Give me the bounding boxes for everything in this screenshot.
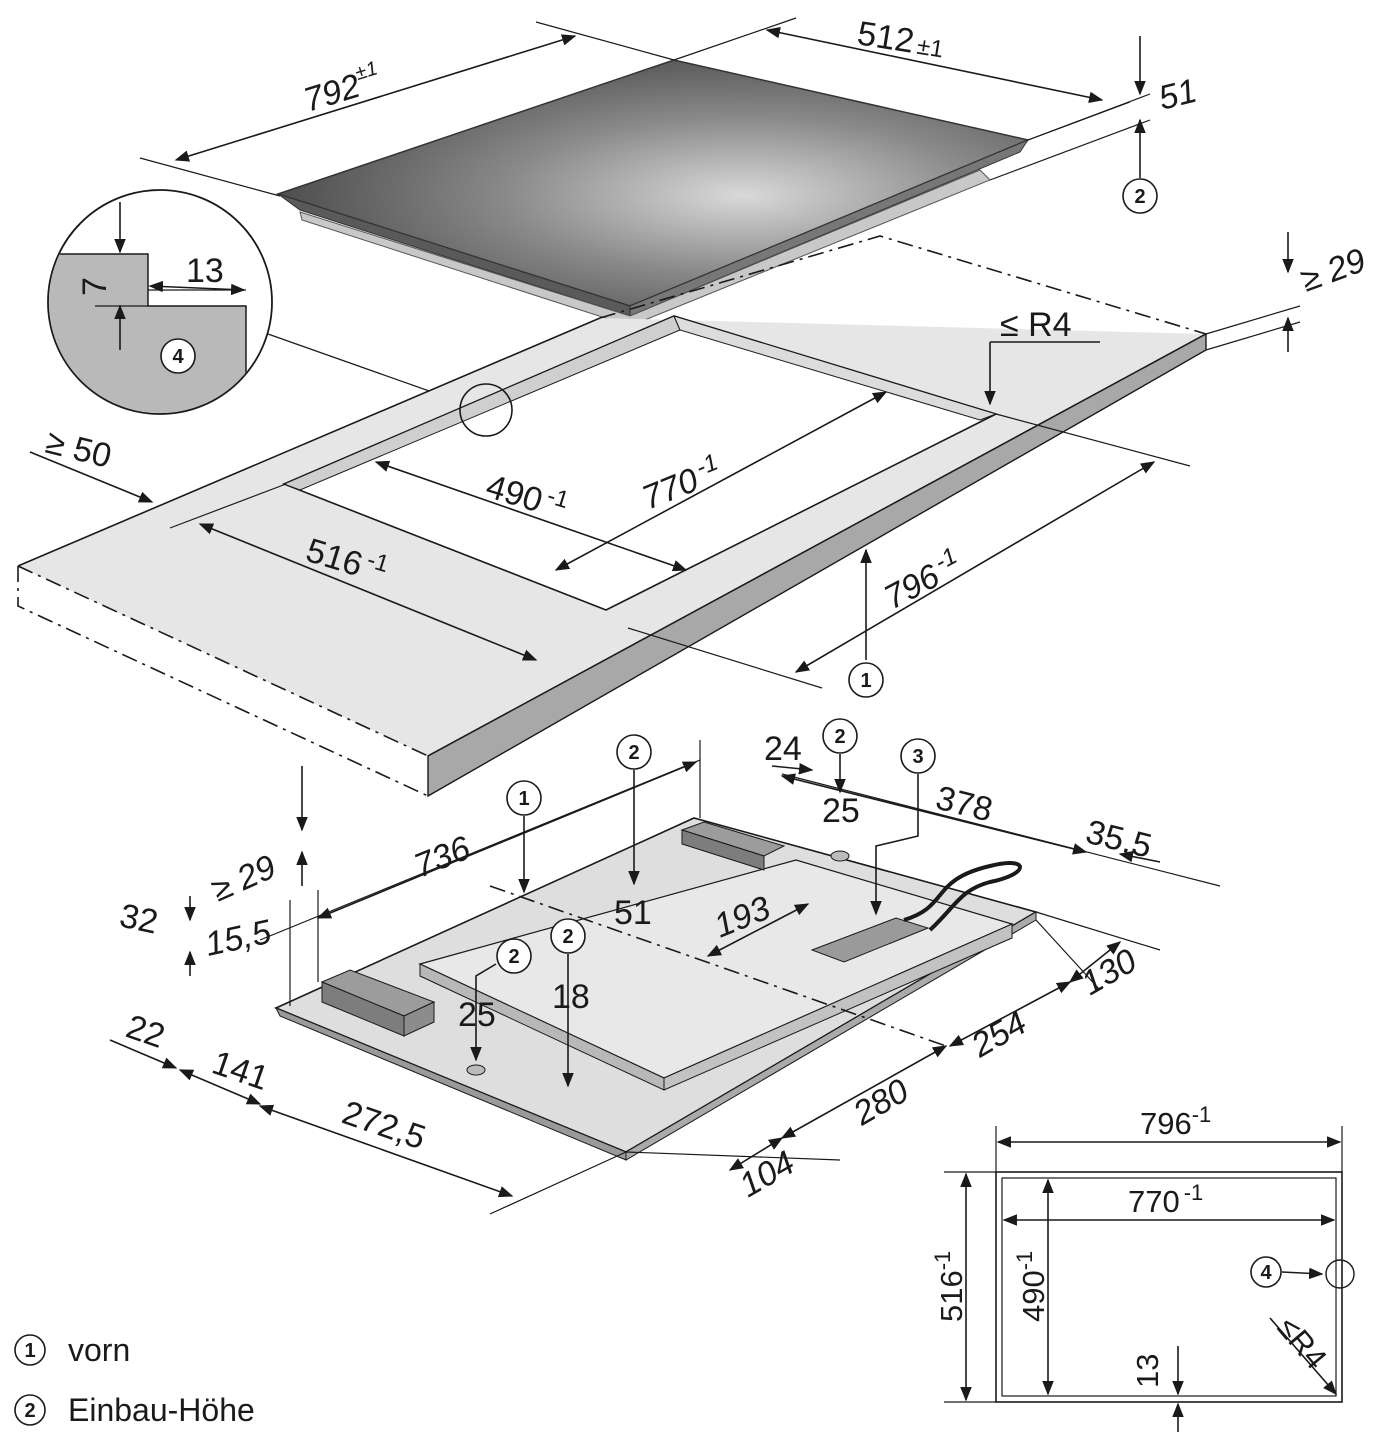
hob-underside [273,817,1039,1161]
underside-25-top: 25 [822,792,860,830]
underside-35-5: 35,5 [1082,813,1155,866]
underside-51: 51 [614,894,652,932]
svg-text:4: 4 [1260,1262,1272,1284]
underside-254: 254 [964,1004,1033,1066]
svg-text:1: 1 [24,1340,35,1362]
underside-24: 24 [764,730,802,768]
worktop-radius: ≤ R4 [1000,306,1072,344]
underside-connection-plate [810,917,930,963]
callout-4-plan [1250,1256,1282,1288]
callout-2-underside-c [496,938,532,974]
callout-2-underside-b [822,718,858,754]
underside-thickness: ≥ 29 [206,848,282,910]
hob-glass-top [275,59,1031,307]
worktop-thickness: ≥ 29 [1296,241,1371,299]
svg-text:2: 2 [1134,186,1145,208]
underside-15-5: 15,5 [202,913,275,964]
legend-item-2: 2 Einbau-Höhe [14,1392,255,1428]
callout-2-underside-d [550,918,586,954]
plan-inner-depth: 490-1 [1012,1251,1051,1322]
legend-label-installation-height: Einbau-Höhe [68,1392,255,1428]
legend-label-front: vorn [68,1332,130,1368]
callout-1-underside [506,780,542,816]
plan-step: 13 [1130,1354,1165,1388]
plan-inner-length: 770-1 [1128,1180,1203,1219]
svg-text:2: 2 [562,926,573,948]
worktop-front-distance: ≥ 50 [42,423,115,476]
svg-text:1: 1 [518,788,529,810]
underside-736: 736 [409,829,476,886]
underside-130: 130 [1075,942,1143,1003]
callout-2-hob [1122,178,1158,214]
hob-height-label: 51 [1155,72,1201,118]
svg-text:1: 1 [860,670,871,692]
plan-outer-length: 796-1 [1140,1102,1211,1141]
plan-outer-depth: 516-1 [930,1251,969,1322]
underside-141: 141 [207,1044,273,1098]
callout-3-underside [900,738,936,774]
svg-text:2: 2 [24,1400,35,1422]
detail-step-width: 13 [186,252,224,290]
hob [275,59,1031,327]
underside-272-5: 272,5 [337,1094,430,1158]
underside-cable [903,861,1022,932]
svg-text:4: 4 [172,346,184,368]
callout-4-detail [160,338,196,374]
underside-25-bottom: 25 [458,996,496,1034]
hob-length-label: 792±1 [298,57,385,119]
callout-2-underside-a [616,734,652,770]
underside-280: 280 [846,1072,915,1134]
svg-text:2: 2 [508,946,519,968]
legend-item-1: 1 vorn [14,1332,130,1368]
hob-depth-label: 512±1 [855,14,947,65]
underside-32: 32 [116,897,161,942]
svg-text:2: 2 [628,742,639,764]
svg-text:3: 3 [912,746,923,768]
legend: 1 vorn 2 Einbau-Höhe [14,1332,255,1428]
underside-104: 104 [733,1144,801,1205]
svg-text:2: 2 [834,726,845,748]
callout-1-worktop [848,662,884,698]
hob-edge-side [629,138,1030,317]
underside-18: 18 [552,978,590,1016]
underside-378: 378 [932,779,996,830]
edge-detail: 13 7 4 [47,189,467,415]
plan-view: 796-1 770-1 516-1 490-1 13 4 ≤R4 [930,1102,1355,1432]
detail-step-height: 7 [76,277,114,296]
